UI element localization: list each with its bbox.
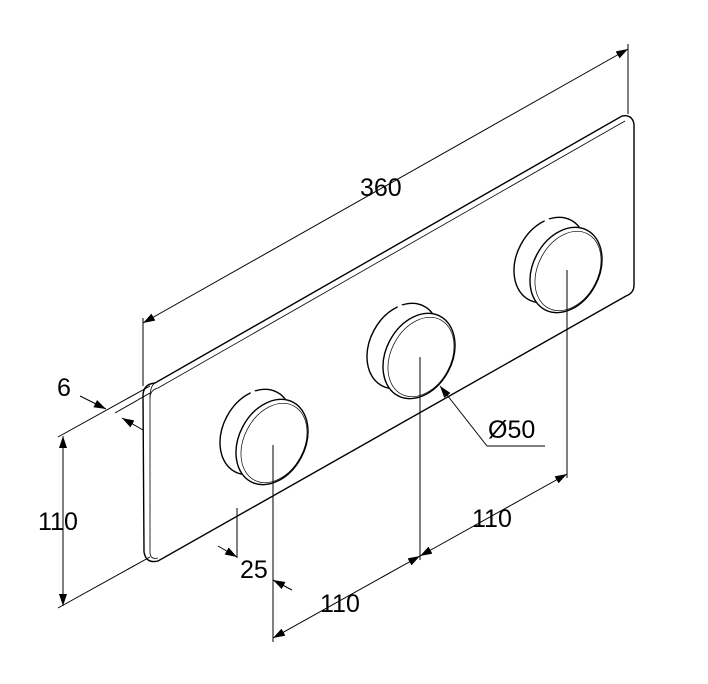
- dimension-thickness-label: 6: [57, 374, 71, 402]
- dimension-spacing: [272, 270, 568, 642]
- dimension-diameter: [439, 385, 545, 447]
- dimension-length-label: 360: [360, 174, 402, 202]
- dimension-height-label: 110: [38, 508, 78, 536]
- dimension-diameter-label: Ø50: [488, 416, 535, 444]
- dimension-length: [142, 44, 629, 386]
- dimension-spacing-1-label: 110: [320, 590, 360, 618]
- knob: [366, 302, 456, 400]
- knob-face: [235, 398, 309, 486]
- knob: [219, 388, 309, 486]
- dimension-knob-offset-label: 25: [240, 556, 268, 584]
- knob-face-edge: [240, 402, 308, 484]
- dimension-height: [57, 385, 151, 609]
- dimension-spacing-2-label: 110: [472, 505, 512, 533]
- dimension-thickness: [79, 392, 151, 431]
